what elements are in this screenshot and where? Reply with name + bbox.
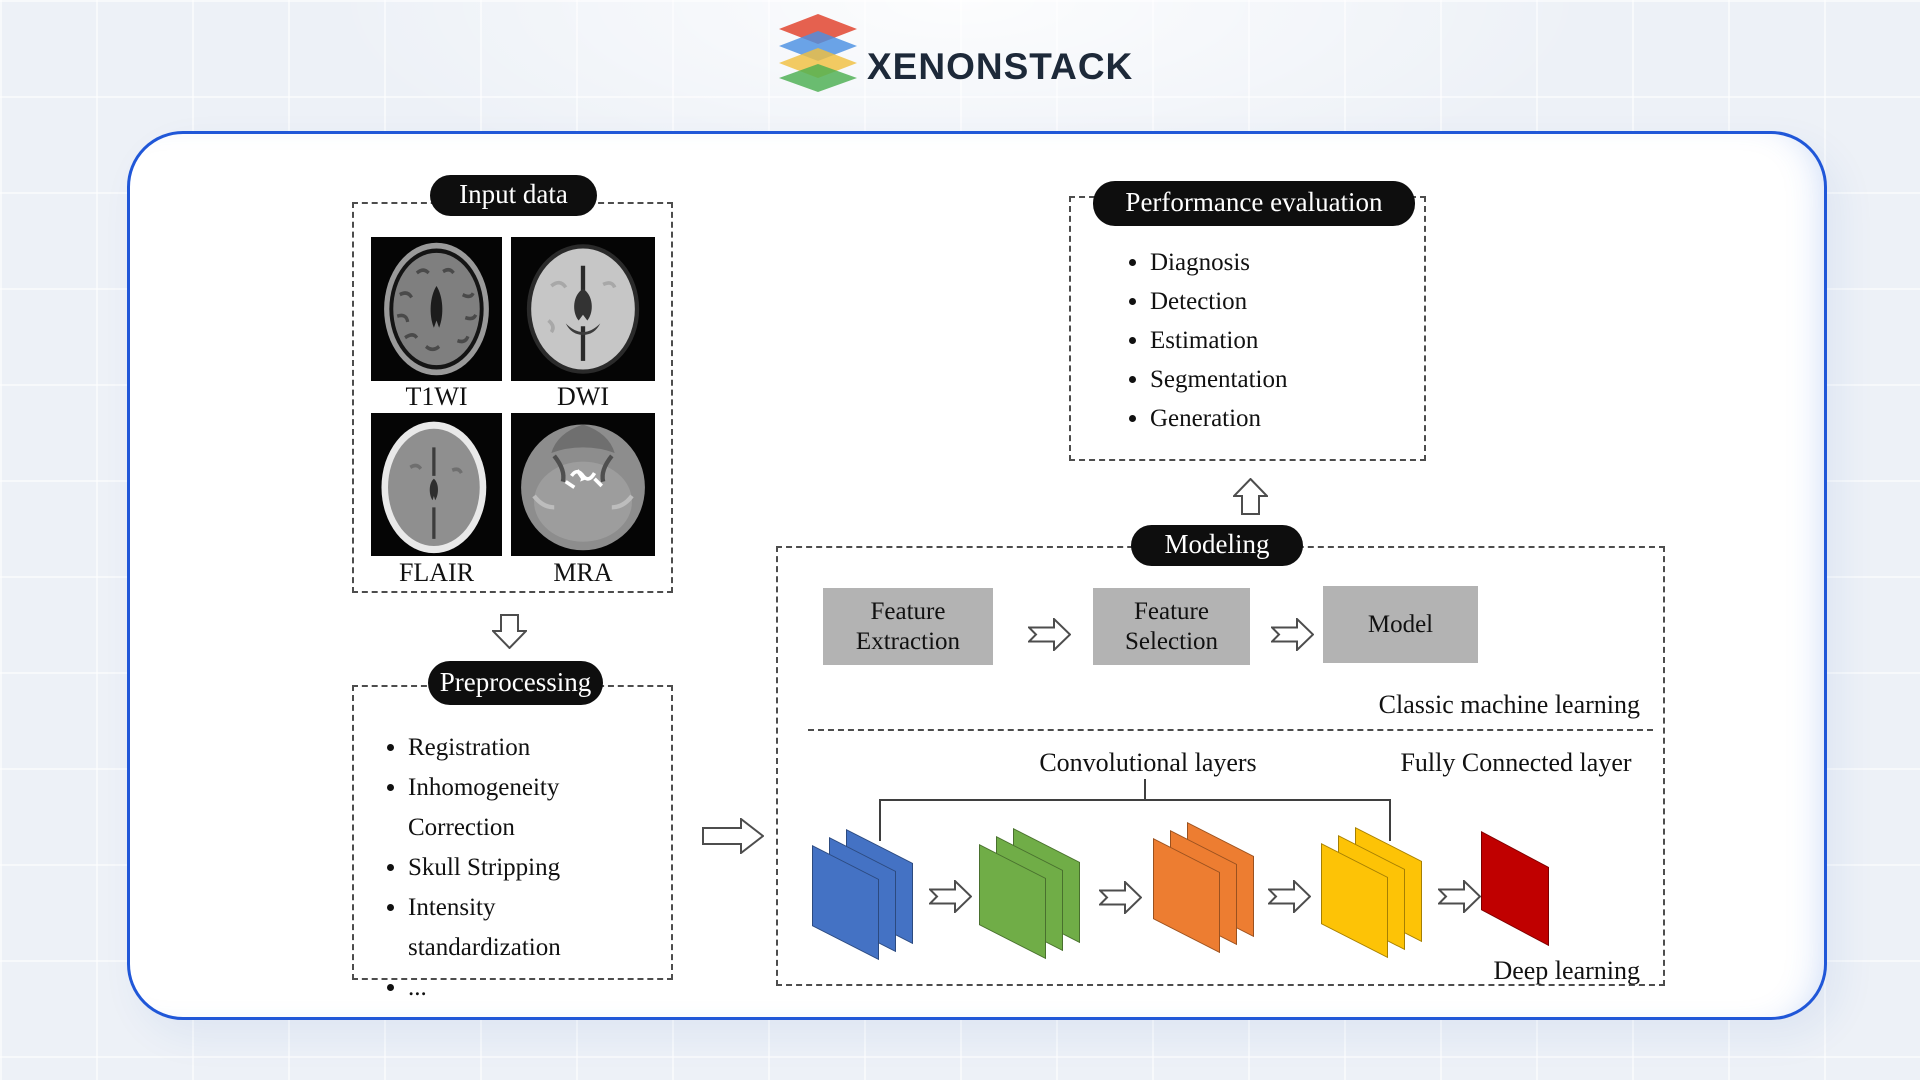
preprocessing-title: Preprocessing [428, 661, 603, 705]
conv-layer-stack-green [979, 828, 1080, 960]
preprocessing-item: Skull Stripping [408, 848, 646, 888]
preprocessing-item: Registration [408, 728, 646, 768]
xenonstack-logo-text: XENONSTACK [867, 45, 1134, 87]
arrow-input-to-preprocessing [492, 614, 527, 649]
xenonstack-logo: XENONSTACK [777, 14, 1133, 97]
arrow-extraction-to-selection [1028, 618, 1071, 651]
scan-label-flair: FLAIR [398, 558, 475, 587]
arrow-conv-2 [1099, 881, 1142, 914]
scan-label-dwi: DWI [557, 382, 609, 411]
preprocessing-item: Inhomogeneity Correction [408, 768, 646, 848]
performance-item: Diagnosis [1150, 243, 1400, 282]
conv-bracket-right-drop [1389, 799, 1391, 841]
conv-layer-stack-blue [812, 829, 913, 961]
arrow-preprocessing-to-modeling [702, 818, 764, 854]
modeling-title: Modeling [1131, 525, 1303, 566]
arrow-conv-3 [1268, 880, 1311, 913]
mri-image-mra [511, 413, 655, 556]
conv-layers-label: Convolutional layers [1039, 748, 1257, 777]
conv-bracket-stub [1144, 779, 1146, 801]
modeling-separator-line [808, 729, 1653, 731]
conv-bracket-line [879, 799, 1391, 801]
preprocessing-list: Registration Inhomogeneity Correction Sk… [378, 728, 646, 1008]
conv-layer-stack-yellow [1321, 827, 1422, 959]
fully-connected-label: Fully Connected layer [1400, 748, 1632, 777]
mri-image-dwi [511, 237, 655, 381]
performance-item: Generation [1150, 399, 1400, 438]
arrow-modeling-to-performance [1233, 478, 1268, 515]
preprocessing-item: ... [408, 968, 646, 1008]
performance-item: Segmentation [1150, 360, 1400, 399]
conv-bracket-left-drop [879, 799, 881, 841]
xenonstack-logo-icon [777, 14, 859, 97]
preprocessing-item: Intensity standardization [408, 888, 646, 968]
arrow-selection-to-model [1271, 618, 1314, 651]
scan-label-t1wi: T1WI [405, 382, 468, 411]
input-data-title: Input data [430, 175, 597, 216]
feature-selection-box: Feature Selection [1093, 588, 1250, 665]
performance-item: Estimation [1150, 321, 1400, 360]
mri-image-t1wi [371, 237, 502, 381]
conv-layer-stack-orange [1153, 822, 1254, 954]
arrow-conv-1 [929, 880, 972, 913]
performance-item: Detection [1150, 282, 1400, 321]
arrow-conv-4 [1438, 880, 1481, 913]
feature-extraction-box: Feature Extraction [823, 588, 993, 665]
mri-image-flair [371, 413, 502, 556]
classic-ml-caption: Classic machine learning [1378, 690, 1640, 719]
scan-label-mra: MRA [553, 558, 613, 587]
diagram-card: Input data [127, 131, 1827, 1020]
performance-evaluation-title: Performance evaluation [1093, 181, 1415, 226]
performance-list: Diagnosis Detection Estimation Segmentat… [1120, 243, 1400, 438]
model-box: Model [1323, 586, 1478, 663]
deep-learning-caption: Deep learning [1493, 956, 1640, 985]
